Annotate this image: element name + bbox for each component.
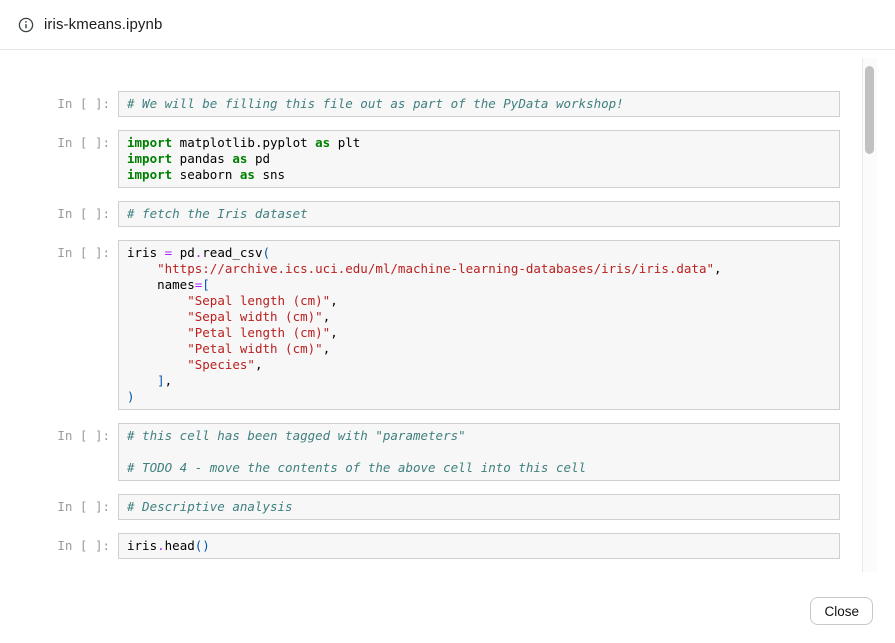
cell-prompt: In [ ]: bbox=[57, 206, 110, 221]
code-cell: # We will be filling this file out as pa… bbox=[118, 91, 840, 117]
code-cell: # fetch the Iris dataset bbox=[118, 201, 840, 227]
info-icon bbox=[18, 17, 34, 33]
notebook-cell: In [ ]: iris = pd.read_csv( "https://arch… bbox=[48, 240, 840, 410]
code-cell: iris = pd.read_csv( "https://archive.ics… bbox=[118, 240, 840, 410]
cell-prompt: In [ ]: bbox=[57, 428, 110, 443]
notebook-cell: In [ ]: # Descriptive analysis bbox=[48, 494, 840, 520]
code-cell: iris.head() bbox=[118, 533, 840, 559]
notebook-cell: In [ ]: # this cell has been tagged with … bbox=[48, 423, 840, 481]
code-cell: # Descriptive analysis bbox=[118, 494, 840, 520]
notebook-cell: In [ ]: iris.head() bbox=[48, 533, 840, 559]
dialog-header: iris-kmeans.ipynb bbox=[0, 0, 895, 50]
code-cell: # this cell has been tagged with "parame… bbox=[118, 423, 840, 481]
notebook-content[interactable]: In [ ]: # We will be filling this file ou… bbox=[0, 51, 895, 575]
cell-prompt: In [ ]: bbox=[57, 499, 110, 514]
cell-prompt: In [ ]: bbox=[57, 96, 110, 111]
cell-prompt: In [ ]: bbox=[57, 135, 110, 150]
notebook-cell: In [ ]: # We will be filling this file ou… bbox=[48, 91, 840, 117]
dialog-title: iris-kmeans.ipynb bbox=[44, 16, 163, 33]
scrollbar-track[interactable] bbox=[862, 58, 877, 572]
cell-prompt: In [ ]: bbox=[57, 245, 110, 260]
cell-prompt: In [ ]: bbox=[57, 538, 110, 553]
close-button[interactable]: Close bbox=[810, 597, 873, 625]
notebook-cell: In [ ]: # fetch the Iris dataset bbox=[48, 201, 840, 227]
scrollbar-thumb[interactable] bbox=[865, 66, 874, 154]
